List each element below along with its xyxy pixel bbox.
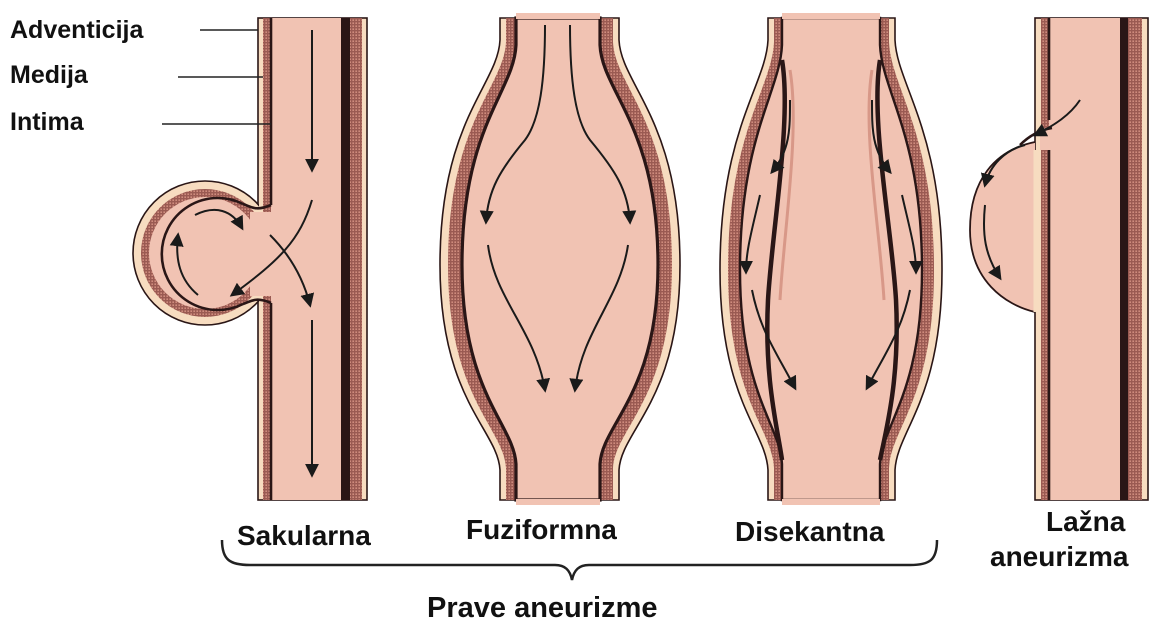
media-label: Medija: [10, 63, 88, 88]
false-aneurysm-label-line2: aneurizma: [990, 543, 1129, 571]
saccular-label: Sakularna: [237, 522, 371, 550]
true-aneurysms-label: Prave aneurizme: [427, 594, 658, 623]
saccular-aneurysm: [133, 18, 367, 500]
fusiform-label: Fuziformna: [466, 516, 617, 544]
layer-pointers: [162, 30, 271, 124]
intima-label: Intima: [10, 110, 84, 135]
false-aneurysm: [970, 18, 1148, 500]
dissecting-label: Disekantna: [735, 518, 884, 546]
fusiform-aneurysm: [440, 16, 680, 502]
dissecting-aneurysm: [720, 16, 942, 502]
adventitia-label: Adventicija: [10, 18, 143, 43]
false-aneurysm-label-line1: Lažna: [1046, 508, 1125, 536]
